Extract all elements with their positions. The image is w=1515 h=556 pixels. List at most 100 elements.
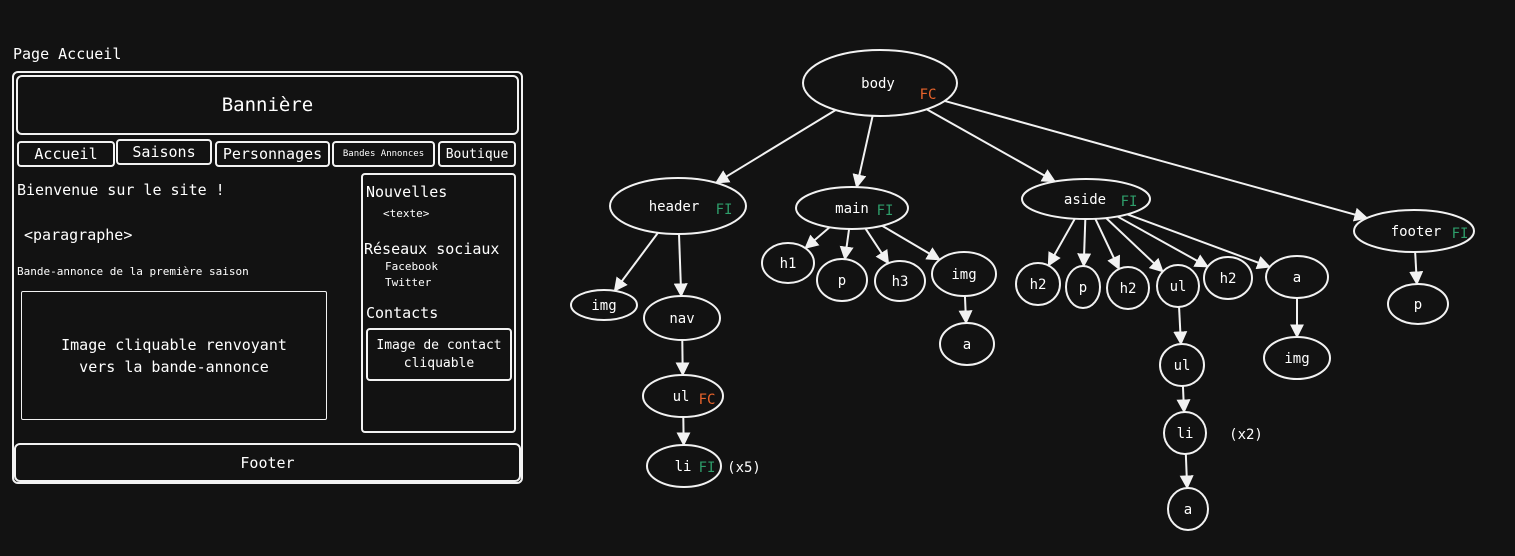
contact-image-line: cliquable: [403, 355, 475, 371]
tree-node-label: h2: [1030, 277, 1047, 293]
tree-edge: [926, 108, 1057, 183]
tree-edge: [1176, 385, 1191, 414]
aside-box: [361, 173, 516, 433]
tree-node-ellipse: [1156, 264, 1200, 308]
tree-edge: [958, 295, 973, 325]
tree-node: h2: [1106, 266, 1150, 310]
tree-node: li FI (x5): [646, 444, 761, 488]
tree-edge: [673, 233, 688, 298]
tree-node-ellipse: [1353, 209, 1475, 253]
tree-edge: [1116, 215, 1209, 268]
banner-box: Bannière: [16, 75, 519, 135]
tree-node: h2: [1015, 262, 1061, 306]
tree-node: nav: [643, 295, 721, 341]
tree-node-label: h2: [1120, 281, 1137, 297]
tree-node: img: [931, 251, 997, 297]
tree-node: ul: [1159, 343, 1205, 387]
flex-tag-label: FI: [1121, 194, 1138, 210]
tree-node-ellipse: [1387, 283, 1449, 325]
tree-node-ellipse: [1021, 178, 1151, 220]
footer-box: Footer: [14, 443, 521, 482]
flex-tag-label: FI: [699, 460, 716, 476]
flex-tag-label: FC: [699, 392, 716, 408]
nav-label: Boutique: [445, 146, 509, 162]
tree-node-label: ul: [1174, 358, 1191, 374]
tree-node-ellipse: [816, 258, 868, 302]
tree-node: a: [939, 322, 995, 366]
tree-node: main FI: [795, 186, 909, 230]
page-frame: [12, 71, 523, 484]
tree-node-ellipse: [1167, 487, 1209, 531]
tree-node: h1: [761, 242, 815, 284]
tree-node: a: [1167, 487, 1209, 531]
footer-label: Footer: [240, 453, 295, 472]
tree-node-label: li: [1177, 426, 1194, 442]
nav-item-boutique: Boutique: [438, 141, 516, 167]
flex-tag-label: FC: [920, 87, 937, 103]
tree-edge: [881, 224, 941, 261]
tree-node-ellipse: [1265, 255, 1329, 299]
tree-node-label: footer: [1391, 224, 1442, 240]
tree-node: footer FI: [1353, 209, 1475, 253]
tree-node-ellipse: [1065, 265, 1101, 309]
nav-label: Bandes Annonces: [342, 149, 425, 159]
wireframe-title: Page Accueil: [13, 45, 122, 63]
tree-edge: [839, 228, 854, 261]
tree-node: p: [1065, 265, 1101, 309]
tree-node-label: aside: [1064, 192, 1106, 208]
nav-label: Saisons: [132, 143, 196, 161]
tree-node: h2: [1203, 256, 1253, 300]
tree-node-ellipse: [1159, 343, 1205, 387]
tree-node-ellipse: [761, 242, 815, 284]
flex-tag-label: FI: [716, 202, 733, 218]
tree-node-ellipse: [1106, 266, 1150, 310]
tree-edge: [1173, 306, 1188, 346]
tree-edge: [1105, 217, 1164, 273]
tree-node-label: p: [838, 273, 846, 289]
contact-image-line: Image de contact: [376, 337, 502, 353]
tree-node-label: ul: [1170, 279, 1187, 295]
tree-edge: [944, 99, 1369, 222]
tree-edge: [1409, 251, 1424, 286]
tree-node: p: [816, 258, 868, 302]
aside-social-title: Réseaux sociaux: [364, 240, 500, 258]
flex-tag-label: FI: [1452, 226, 1469, 242]
tree-node-label: li: [675, 459, 692, 475]
repeat-count-label: (x5): [727, 460, 761, 476]
aside-contacts-title: Contacts: [366, 304, 439, 322]
tree-node-ellipse: [939, 322, 995, 366]
tree-node: a: [1265, 255, 1329, 299]
tree-edge: [1179, 453, 1194, 490]
tree-edge: [1047, 218, 1076, 267]
paragraph-placeholder: <paragraphe>: [24, 226, 133, 244]
aside-news-title: Nouvelles: [366, 183, 448, 201]
tree-node-label: main: [835, 201, 869, 217]
tree-node-ellipse: [1203, 256, 1253, 300]
tree-node-label: nav: [669, 311, 694, 327]
tree-edge: [1126, 213, 1272, 270]
tree-edge: [613, 232, 659, 292]
tree-node: p: [1387, 283, 1449, 325]
flex-tag-label: FI: [877, 203, 894, 219]
nav-label: Personnages: [222, 145, 323, 163]
tree-node: img: [570, 289, 638, 321]
trailer-image-line: Image cliquable renvoyant: [61, 335, 287, 354]
nav-item-bandes-annonces: Bandes Annonces: [332, 141, 435, 167]
tree-node: li(x2): [1163, 411, 1263, 455]
aside-social-link: Twitter: [385, 276, 432, 289]
tree-node-label: h2: [1220, 271, 1237, 287]
tree-node-ellipse: [1015, 262, 1061, 306]
tree-node-ellipse: [643, 295, 721, 341]
tree-node-label: a: [1293, 270, 1301, 286]
tree-edge: [1077, 218, 1092, 268]
tree-node: ul: [1156, 264, 1200, 308]
trailer-caption: Bande-annonce de la première saison: [17, 265, 249, 278]
tree-edge: [804, 226, 831, 250]
tree-node-label: p: [1079, 280, 1087, 296]
tree-node-ellipse: [642, 374, 724, 418]
aside-news-text: <texte>: [383, 207, 430, 220]
nav-label: Accueil: [34, 145, 98, 163]
